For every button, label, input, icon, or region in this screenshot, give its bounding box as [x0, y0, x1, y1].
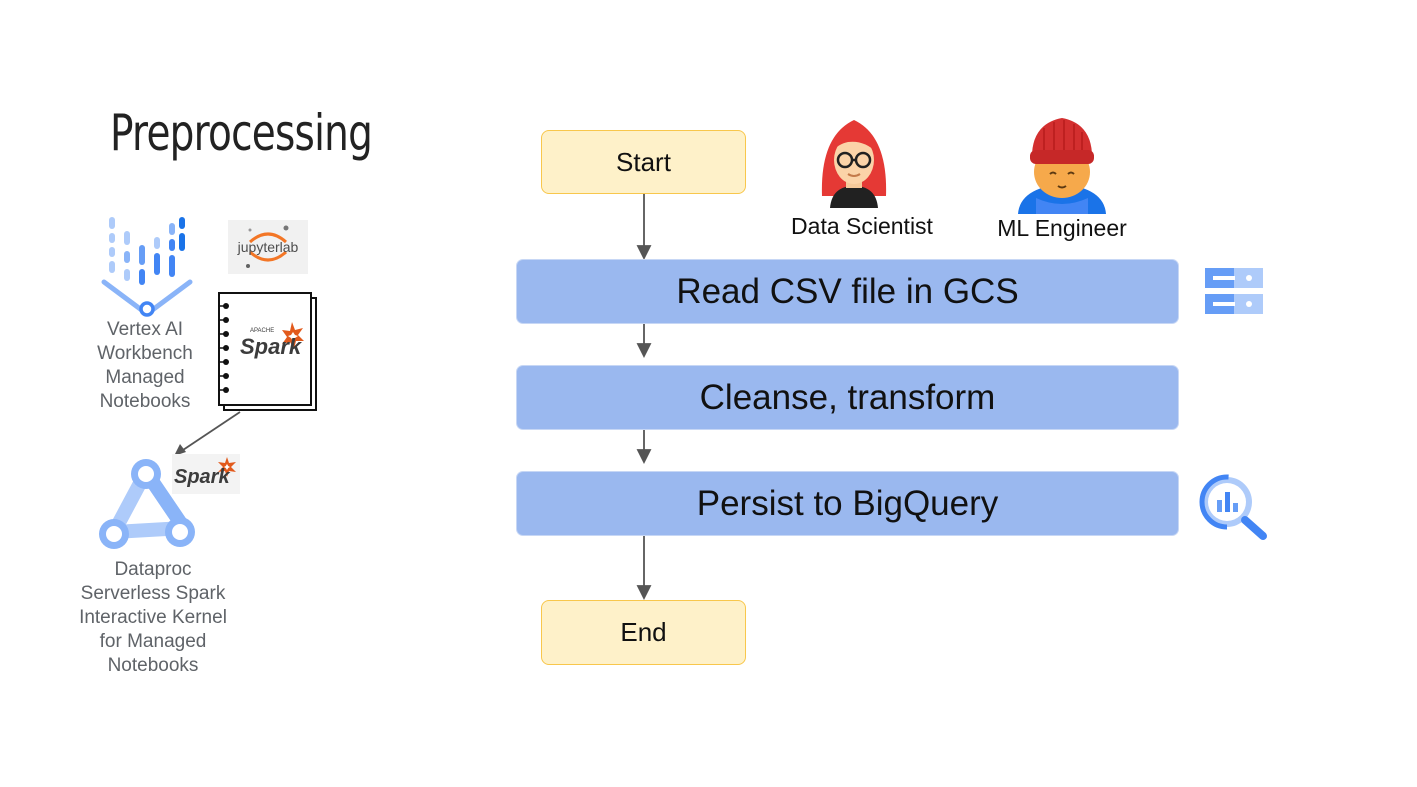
dataproc-caption: Dataproc Serverless Spark Interactive Ke… — [79, 559, 227, 676]
page-title: Preprocessing — [110, 104, 373, 162]
spark-star-icon — [218, 457, 236, 477]
notebook-spark-label: Spark — [240, 334, 302, 359]
step-persist-bigquery: Persist to BigQuery — [516, 471, 1179, 536]
notebook-apache-label: APACHE — [250, 328, 275, 334]
step-read-csv: Read CSV file in GCS — [516, 259, 1179, 324]
ml-engineer-label: ML Engineer — [997, 215, 1127, 241]
start-node: Start — [541, 130, 746, 194]
jupyter-orbit-icon — [246, 225, 289, 268]
vertex-ai-workbench-icon — [101, 217, 193, 317]
flow-arrows — [636, 194, 652, 601]
jupyterlab-logo: jupyterlab — [228, 220, 308, 274]
spark-notebook-icon — [218, 292, 317, 411]
bigquery-icon — [1199, 474, 1267, 540]
step-cleanse-transform: Cleanse, transform — [516, 365, 1179, 430]
dataproc-spark-logo: Spark — [172, 454, 240, 494]
workbench-caption: Vertex AI Workbench Managed Notebooks — [97, 319, 193, 412]
ml-engineer-avatar — [1018, 118, 1106, 214]
jupyterlab-label: jupyterlab — [237, 239, 299, 255]
cloud-storage-icon — [1205, 268, 1263, 314]
dataproc-spark-label: Spark — [174, 466, 230, 488]
dataproc-icon — [99, 459, 195, 549]
end-node: End — [541, 600, 746, 665]
data-scientist-avatar — [821, 120, 887, 208]
data-scientist-label: Data Scientist — [791, 213, 933, 239]
notebook-to-dataproc-arrow — [174, 411, 241, 456]
